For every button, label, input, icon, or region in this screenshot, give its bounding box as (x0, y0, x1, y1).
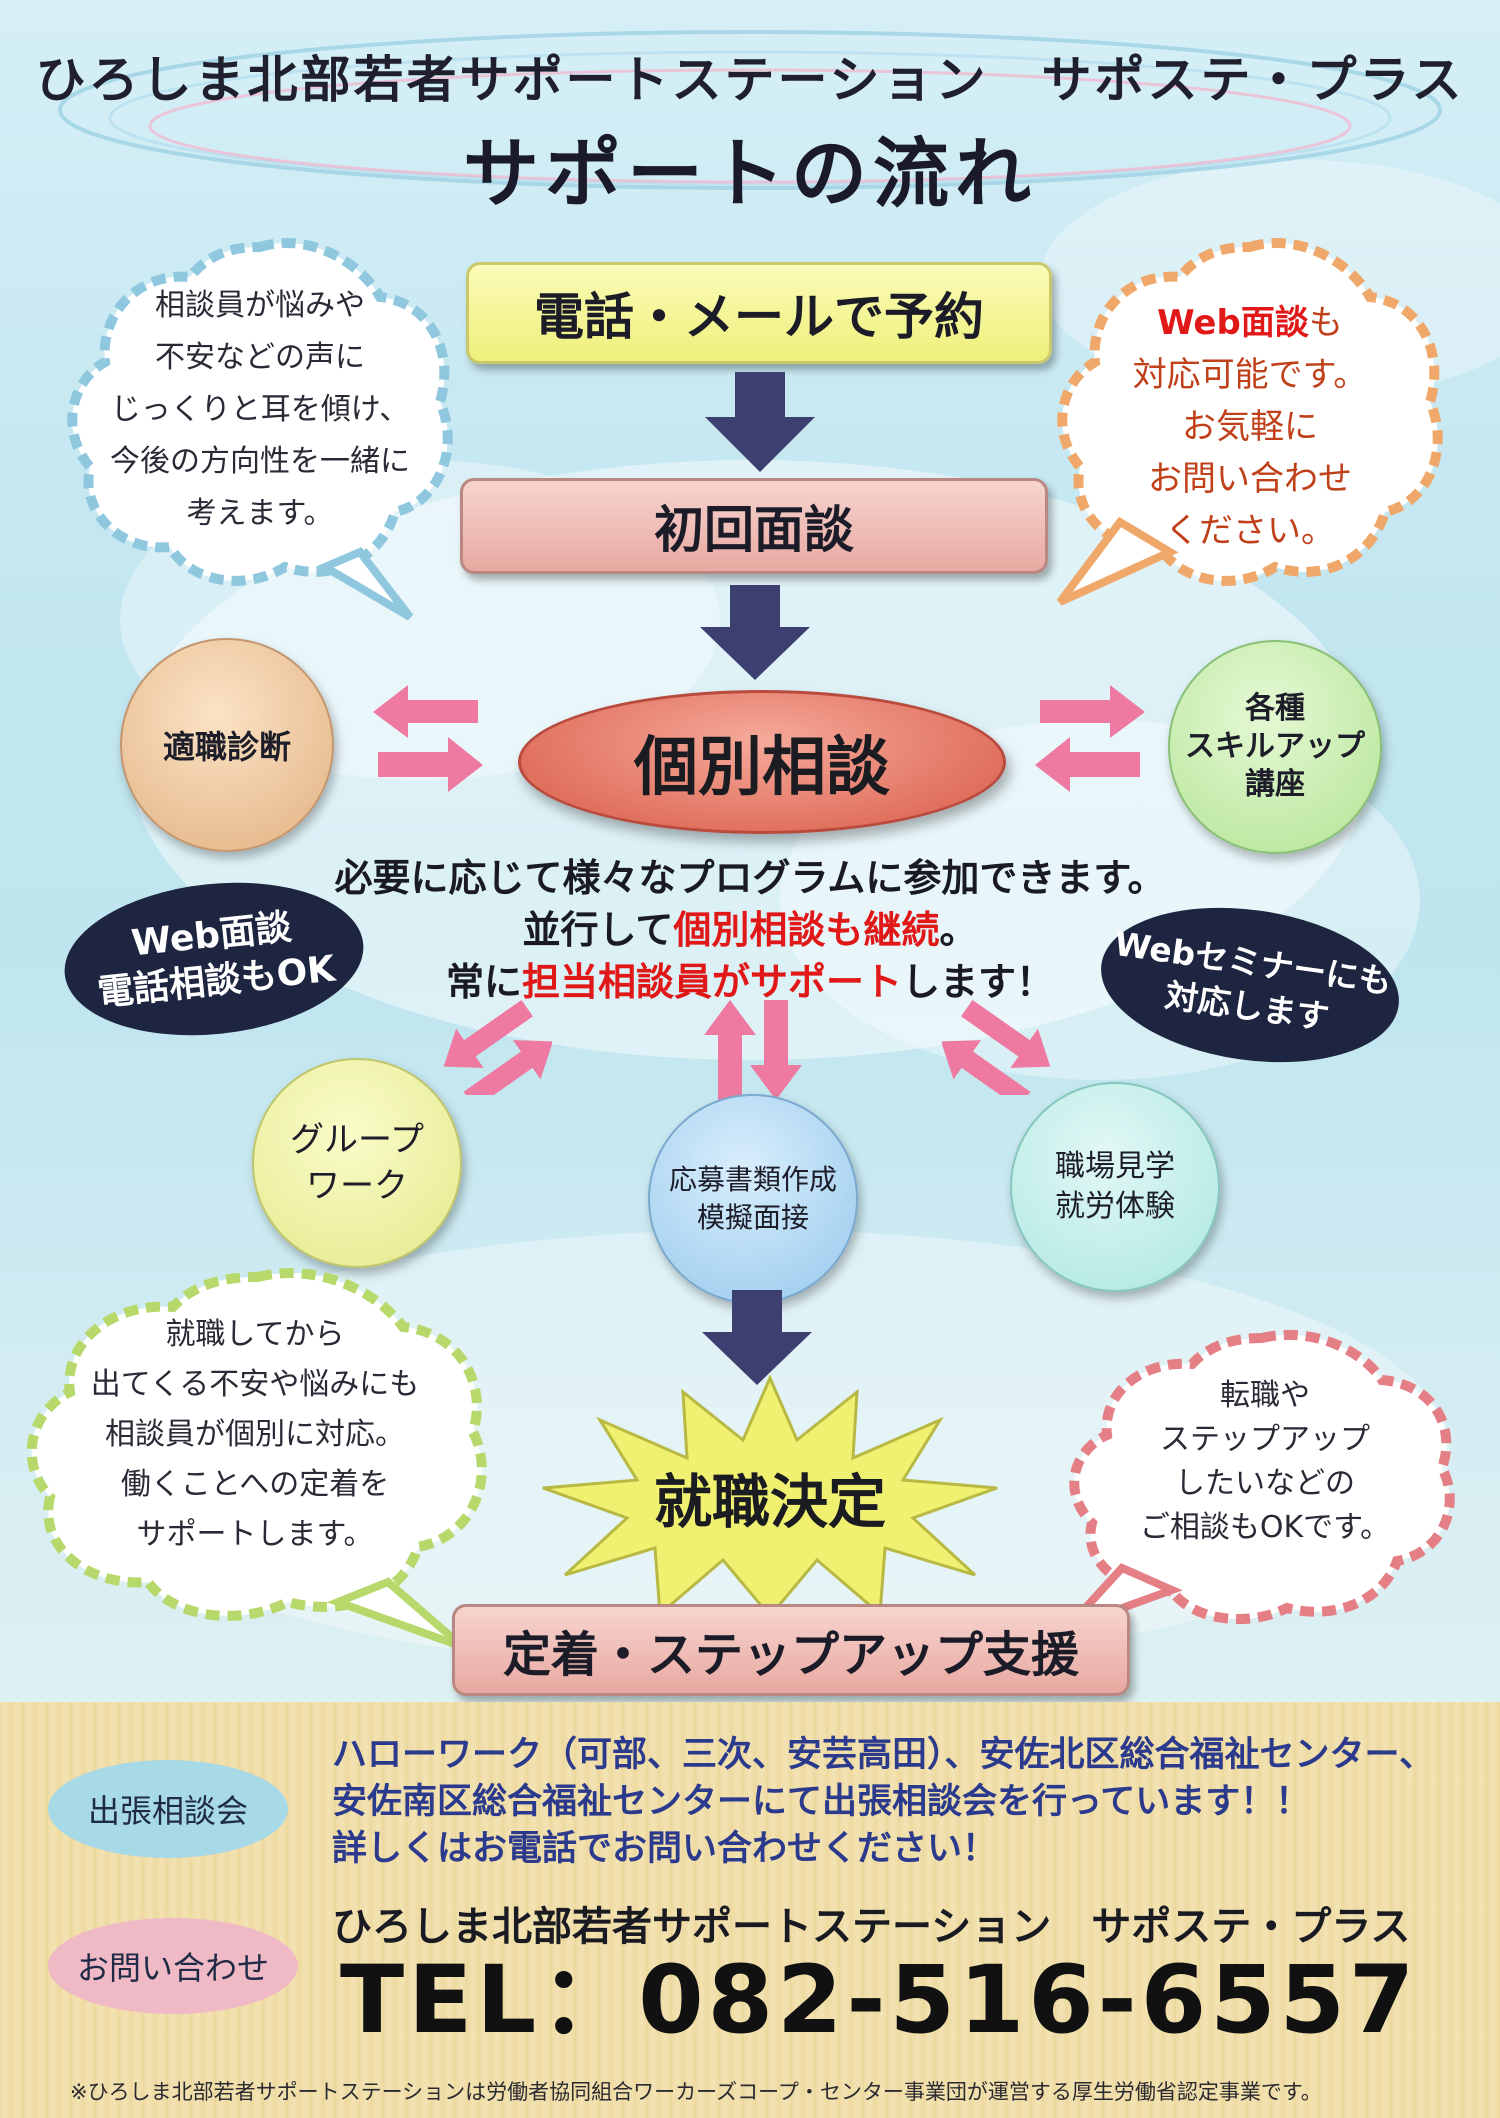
bubble-text: ステップアップ (1160, 1422, 1370, 1457)
program-workplace-visit: 職場見学 就労体験 (1010, 1082, 1220, 1292)
bubble-text: 転職や (1220, 1378, 1310, 1413)
exchange-arrows-icon (1035, 685, 1145, 792)
center-text: 。 (939, 908, 978, 952)
program-label: 適職診断 (162, 728, 291, 766)
arrow-down-icon (702, 1290, 812, 1385)
bubble-text: 考えます。 (186, 496, 334, 531)
program-skillup: 各種 スキルアップ 講座 (1168, 640, 1382, 854)
program-label: 各種 (1245, 691, 1305, 726)
bubble-text: サポートします。 (136, 1517, 374, 1552)
step-retention-support: 定着・ステップアップ支援 (452, 1604, 1130, 1696)
outreach-line: 詳しくはお電話でお問い合わせください！ (332, 1829, 998, 1869)
arrow-down-icon (705, 372, 815, 472)
bubble-text: 出てくる不安や悩みにも (90, 1367, 420, 1402)
bubble-text: 相談員が個別に対応。 (105, 1417, 405, 1452)
bubble-text: 今後の方向性を一緒に (110, 444, 410, 479)
program-label: 模擬面接 (696, 1201, 809, 1234)
outreach-line: ハローワーク（可部、三次、安芸高田）、安佐北区総合福祉センター、 (332, 1735, 1435, 1775)
program-aptitude: 適職診断 (120, 638, 334, 852)
phone-number[interactable]: TEL：082-516-6557 (340, 1946, 1419, 2055)
info-band (0, 1702, 1500, 2118)
bubble-text: ください。 (1165, 511, 1335, 551)
center-text: 並行して (522, 908, 674, 952)
bubble-text: ご相談もOKです。 (1139, 1510, 1391, 1545)
step-individual-consultation: 個別相談 (518, 690, 1006, 834)
exchange-arrows-icon (704, 1000, 802, 1100)
bubble-text: 就職してから (165, 1317, 345, 1352)
step-reservation: 電話・メールで予約 (466, 262, 1052, 364)
bubble-left-top: 相談員が悩みや 不安などの声に じっくりと耳を傾け、 今後の方向性を一緒に 考え… (80, 270, 440, 550)
center-text: 常に (445, 960, 522, 1004)
continue-consultation-highlight: 個別相談も継続 (673, 908, 940, 952)
bubble-left-bottom: 就職してから 出てくる不安や悩みにも 相談員が個別に対応。 働くことへの定着を … (45, 1300, 465, 1570)
program-group-work: グループ ワーク (252, 1058, 462, 1268)
bubble-text: したいなどの (1175, 1466, 1355, 1501)
outreach-label: 出張相談会 (48, 1760, 288, 1858)
exchange-arrows-icon (942, 999, 1051, 1095)
footnote: ※ひろしま北部若者サポートステーションは労働者協同組合ワーカーズコープ・センター… (70, 2080, 1322, 2104)
program-label: ワーク (306, 1166, 408, 1206)
bubble-text: 相談員が悩みや (155, 288, 365, 323)
program-label: 職場見学 (1055, 1149, 1175, 1184)
program-label: 就労体験 (1055, 1189, 1175, 1224)
program-label: 応募書類作成 (668, 1163, 837, 1196)
bubble-left-bottom-shape (26, 1268, 487, 1651)
exchange-arrows-icon (373, 685, 483, 792)
bubble-text: 働くことへの定着を (120, 1467, 390, 1502)
center-line-2: 並行して個別相談も継続。 (0, 904, 1500, 956)
bubble-left-top-shape (67, 238, 453, 621)
bubble-text: お問い合わせ (1148, 459, 1352, 499)
program-label: スキルアップ (1185, 729, 1365, 764)
center-text: します！ (902, 960, 1055, 1004)
exchange-arrows-icon (443, 999, 552, 1095)
arrow-down-icon (700, 585, 810, 680)
bubble-text: お気軽に (1182, 407, 1318, 447)
bubble-right-bottom: 転職や ステップアップ したいなどの ご相談もOKです。 (1100, 1362, 1430, 1562)
bubble-right-top: Web面談も 対応可能です。 お気軽に お問い合わせ ください。 (1080, 292, 1420, 562)
contact-label: お問い合わせ (48, 1918, 298, 2014)
program-label: 講座 (1245, 767, 1305, 802)
header-subtitle: ひろしま北部若者サポートステーション サポステ・プラス (35, 51, 1465, 109)
outreach-line: 安佐南区総合福祉センターにて出張相談会を行っています！！ (332, 1782, 1311, 1822)
web-interview-highlight: Web面談 (1157, 303, 1309, 343)
bubble-text: 対応可能です。 (1132, 355, 1368, 395)
bubble-text: じっくりと耳を傾け、 (110, 392, 410, 427)
program-label: グループ (290, 1120, 424, 1160)
page-title: サポートの流れ (463, 129, 1037, 218)
program-application-interview: 応募書類作成 模擬面接 (648, 1094, 858, 1304)
center-line-1: 必要に応じて様々なプログラムに参加できます。 (334, 856, 1166, 900)
bubble-text: 不安などの声に (155, 340, 365, 375)
staff-support-highlight: 担当相談員がサポート (521, 960, 902, 1004)
org-name: ひろしま北部若者サポートステーション サポステ・プラス (332, 1904, 1411, 1950)
center-line-3: 常に担当相談員がサポートします！ (0, 956, 1500, 1008)
bubble-text: も (1308, 303, 1343, 343)
step-job-decided: 就職決定 (653, 1468, 886, 1536)
bubble-right-top-shape (1056, 238, 1443, 606)
step-first-interview: 初回面談 (460, 478, 1048, 574)
outreach-text: ハローワーク（可部、三次、安芸高田）、安佐北区総合福祉センター、 安佐南区総合福… (332, 1732, 1482, 1873)
